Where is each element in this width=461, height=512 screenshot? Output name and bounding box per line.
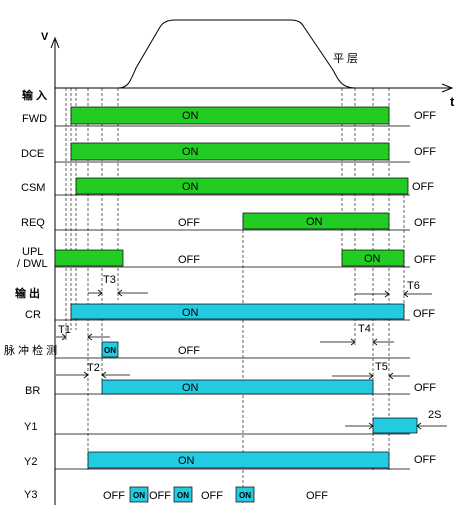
pulse-off-text: OFF (178, 345, 200, 357)
y3-state-2: OFF (149, 490, 171, 502)
upl-on-bar-1 (54, 249, 124, 267)
timing-t5: T5 (375, 361, 388, 373)
req-off-before-text: OFF (178, 217, 200, 229)
time-markers (65, 88, 405, 505)
y1-arrow-in (345, 422, 374, 430)
timing-t3: T3 (103, 274, 116, 286)
dce-on-text: ON (182, 146, 199, 158)
signal-label-dce: DCE (21, 148, 44, 160)
br-on-text: ON (182, 382, 199, 394)
signal-label-pulse: 脉 冲 检 测 (4, 343, 57, 357)
dce-off-text: OFF (414, 146, 436, 158)
signal-label-req: REQ (21, 217, 45, 229)
y-axis-arrow (50, 36, 60, 49)
t4-arrow-in (320, 338, 356, 346)
signal-label-y2: Y2 (24, 456, 37, 468)
signal-label-upl: UPL (22, 246, 43, 258)
fwd-off-text: OFF (414, 110, 436, 122)
t1-arrow-out (87, 333, 110, 341)
timing-t2: T2 (87, 362, 100, 374)
x-axis-label: t (450, 94, 455, 109)
signal-label-y3: Y3 (24, 489, 37, 501)
dce-on-bar (70, 142, 390, 161)
req-off-text: OFF (414, 217, 436, 229)
t3-arrow-out (117, 289, 148, 297)
br-off-text: OFF (414, 382, 436, 394)
y1-duration-text: 2S (428, 409, 441, 421)
req-on-text: ON (306, 216, 323, 228)
signal-label-csm: CSM (21, 182, 45, 194)
t6-arrow-out (403, 290, 432, 298)
cr-on-bar (70, 303, 405, 320)
y3-on-bar-3 (235, 486, 255, 503)
br-on-bar (101, 379, 374, 395)
t2-arrow-in (56, 371, 89, 379)
y3-state-3: ON (177, 491, 189, 500)
row-dividers (55, 125, 410, 470)
y3-state-5: ON (239, 491, 251, 500)
csm-on-text: ON (182, 181, 199, 193)
t4-arrow-out (372, 338, 394, 346)
signal-label-cr: CR (25, 309, 41, 321)
y-axis-label: V (41, 31, 49, 43)
x-axis-arrow (441, 83, 454, 93)
signal-label-dwl: / DWL (17, 258, 48, 270)
csm-on-bar (75, 177, 409, 195)
fwd-on-bar (70, 106, 390, 125)
pulse-on-bar (101, 341, 119, 358)
upl-off-mid-text: OFF (178, 254, 200, 266)
t6-arrow-in (355, 290, 390, 298)
y3-state-0: OFF (103, 490, 125, 502)
y2-on-text: ON (178, 455, 195, 467)
signal-label-fwd: FWD (22, 113, 47, 125)
upl-on-bar-2 (341, 249, 405, 267)
input-section-label: 输 入 (22, 88, 47, 102)
timing-t6: T6 (407, 280, 420, 292)
y3-state-6: OFF (306, 490, 328, 502)
cr-off-text: OFF (413, 308, 435, 320)
t2-arrow-out (101, 371, 130, 379)
y1-on-bar (372, 417, 418, 434)
t5-arrow-in (332, 372, 374, 380)
timing-t4: T4 (358, 323, 371, 335)
leveling-label: 平 层 (333, 52, 358, 65)
y2-off-text: OFF (414, 454, 436, 466)
upl-on-text: ON (364, 253, 381, 265)
y1-arrow-out (416, 422, 447, 430)
output-section-label: 输 出 (15, 286, 40, 300)
signal-label-br: BR (25, 385, 40, 397)
csm-off-text: OFF (412, 181, 434, 193)
y3-on-bar-1 (129, 486, 149, 503)
y3-on-bar-2 (173, 486, 193, 503)
cr-on-text: ON (182, 307, 199, 319)
y3-state-4: OFF (201, 490, 223, 502)
t3-arrow-in (88, 289, 103, 297)
timing-t1: T1 (58, 324, 71, 336)
velocity-curve (117, 19, 356, 89)
t1-arrow-in (56, 333, 67, 341)
pulse-on-text: ON (104, 346, 116, 355)
req-on-bar (242, 212, 390, 230)
y2-on-bar (87, 451, 390, 469)
upl-off-text: OFF (414, 254, 436, 266)
signal-label-y1: Y1 (24, 421, 37, 433)
y3-state-1: ON (133, 491, 145, 500)
t5-arrow-out (388, 372, 410, 380)
fwd-on-text: ON (182, 110, 199, 122)
